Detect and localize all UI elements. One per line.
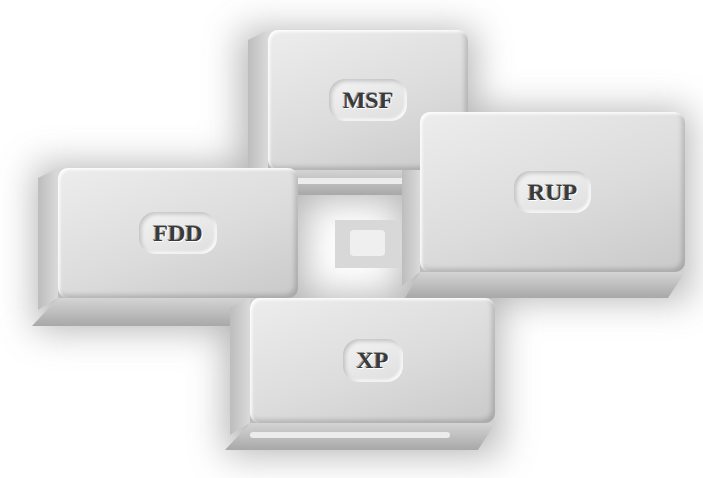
- process-box: RUP: [420, 112, 685, 272]
- process-box: FDD: [58, 168, 298, 298]
- box-side: [38, 168, 58, 310]
- box-ledge: [250, 432, 450, 438]
- center-square: [335, 220, 400, 268]
- box-label: XP: [343, 339, 403, 381]
- box-label: FDD: [139, 212, 216, 254]
- box-side: [248, 30, 268, 182]
- glow: [35, 30, 690, 455]
- process-box: XP: [250, 298, 495, 423]
- box-label: RUP: [514, 171, 591, 213]
- box-label: MSF: [329, 79, 408, 121]
- center-square: [350, 230, 385, 256]
- box-side: [230, 298, 250, 435]
- box-ledge: [405, 272, 685, 298]
- box-ledge: [225, 423, 495, 450]
